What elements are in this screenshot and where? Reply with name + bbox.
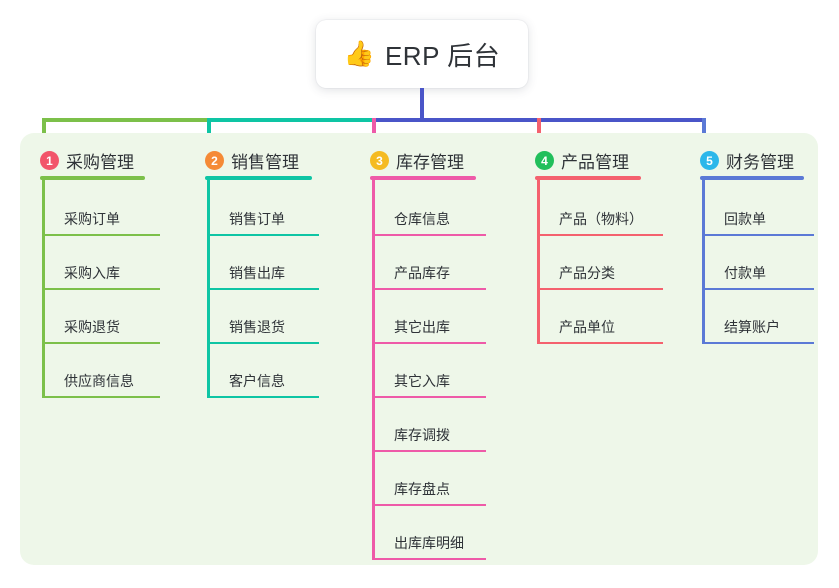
- list-item-label: 仓库信息: [394, 211, 450, 227]
- column-badge-5: 5: [700, 151, 719, 170]
- column-rule-3: [370, 176, 476, 180]
- list-item-rule: [42, 396, 160, 398]
- list-item[interactable]: 采购入库: [42, 250, 164, 290]
- list-item[interactable]: 其它出库: [372, 304, 490, 344]
- column-spine-5: [702, 180, 705, 344]
- list-item[interactable]: 采购订单: [42, 196, 164, 236]
- list-item-label: 其它入库: [394, 373, 450, 389]
- list-item[interactable]: 产品（物料）: [537, 196, 667, 236]
- root-node-title: ERP 后台: [384, 40, 501, 71]
- column-badge-4: 4: [535, 151, 554, 170]
- list-item-label: 回款单: [724, 211, 766, 227]
- list-item[interactable]: 库存盘点: [372, 466, 490, 506]
- list-item-rule: [372, 396, 486, 398]
- list-item-rule: [207, 342, 319, 344]
- list-item-label: 供应商信息: [64, 373, 134, 389]
- list-item-label: 产品（物料）: [559, 211, 643, 227]
- list-item-label: 销售订单: [229, 211, 285, 227]
- column-title-2: 销售管理: [231, 153, 299, 172]
- column-title-1: 采购管理: [66, 153, 134, 172]
- list-item-label: 库存盘点: [394, 481, 450, 497]
- list-item[interactable]: 供应商信息: [42, 358, 164, 398]
- list-item[interactable]: 付款单: [702, 250, 818, 290]
- list-item-label: 产品库存: [394, 265, 450, 281]
- connector-bar-teal: [207, 118, 376, 122]
- column-header-5[interactable]: 5 财务管理: [700, 148, 794, 173]
- list-item-label: 销售退货: [229, 319, 285, 335]
- list-item[interactable]: 销售出库: [207, 250, 323, 290]
- list-item-rule: [372, 450, 486, 452]
- list-item[interactable]: 结算账户: [702, 304, 818, 344]
- column-header-4[interactable]: 4 产品管理: [535, 148, 629, 173]
- root-node-card[interactable]: 👍 ERP 后台: [316, 20, 528, 88]
- connector-trunk: [420, 88, 424, 122]
- list-item-rule: [702, 234, 814, 236]
- column-title-5: 财务管理: [726, 153, 794, 172]
- list-item-rule: [207, 234, 319, 236]
- list-item[interactable]: 产品单位: [537, 304, 667, 344]
- list-item-label: 其它出库: [394, 319, 450, 335]
- column-title-3: 库存管理: [396, 153, 464, 172]
- column-badge-2: 2: [205, 151, 224, 170]
- list-item-label: 采购订单: [64, 211, 120, 227]
- list-item-label: 客户信息: [229, 373, 285, 389]
- list-item-rule: [537, 288, 663, 290]
- list-item-rule: [207, 288, 319, 290]
- connector-bar-green: [42, 118, 211, 122]
- list-item[interactable]: 出库库明细: [372, 520, 490, 560]
- list-item[interactable]: 产品分类: [537, 250, 667, 290]
- list-item-label: 销售出库: [229, 265, 285, 281]
- list-item-rule: [372, 504, 486, 506]
- column-header-2[interactable]: 2 销售管理: [205, 148, 299, 173]
- list-item[interactable]: 仓库信息: [372, 196, 490, 236]
- list-item-label: 库存调拨: [394, 427, 450, 443]
- list-item[interactable]: 回款单: [702, 196, 818, 236]
- list-item-rule: [702, 288, 814, 290]
- branches-panel: [20, 133, 818, 565]
- list-item-label: 产品分类: [559, 265, 615, 281]
- list-item-rule: [42, 234, 160, 236]
- column-title-4: 产品管理: [561, 153, 629, 172]
- list-item-label: 出库库明细: [394, 535, 464, 551]
- column-rule-5: [700, 176, 804, 180]
- list-item-label: 采购入库: [64, 265, 120, 281]
- column-badge-1: 1: [40, 151, 59, 170]
- list-item-rule: [372, 234, 486, 236]
- list-item[interactable]: 库存调拨: [372, 412, 490, 452]
- list-item[interactable]: 销售订单: [207, 196, 323, 236]
- list-item-rule: [42, 288, 160, 290]
- column-header-1[interactable]: 1 采购管理: [40, 148, 134, 173]
- list-item-rule: [372, 342, 486, 344]
- column-rule-1: [40, 176, 145, 180]
- list-item-rule: [702, 342, 814, 344]
- column-rule-4: [535, 176, 641, 180]
- list-item-rule: [537, 234, 663, 236]
- list-item-label: 付款单: [724, 265, 766, 281]
- column-badge-3: 3: [370, 151, 389, 170]
- column-header-3[interactable]: 3 库存管理: [370, 148, 464, 173]
- list-item[interactable]: 采购退货: [42, 304, 164, 344]
- thumbs-up-icon: 👍: [343, 39, 375, 68]
- list-item-rule: [537, 342, 663, 344]
- list-item[interactable]: 产品库存: [372, 250, 490, 290]
- list-item-label: 采购退货: [64, 319, 120, 335]
- list-item-rule: [42, 342, 160, 344]
- list-item-label: 结算账户: [724, 319, 780, 335]
- list-item-label: 产品单位: [559, 319, 615, 335]
- column-rule-2: [205, 176, 312, 180]
- column-spine-3: [372, 180, 375, 560]
- column-spine-4: [537, 180, 540, 344]
- list-item-rule: [372, 288, 486, 290]
- list-item[interactable]: 销售退货: [207, 304, 323, 344]
- list-item[interactable]: 客户信息: [207, 358, 323, 398]
- list-item-rule: [207, 396, 319, 398]
- list-item[interactable]: 其它入库: [372, 358, 490, 398]
- list-item-rule: [372, 558, 486, 560]
